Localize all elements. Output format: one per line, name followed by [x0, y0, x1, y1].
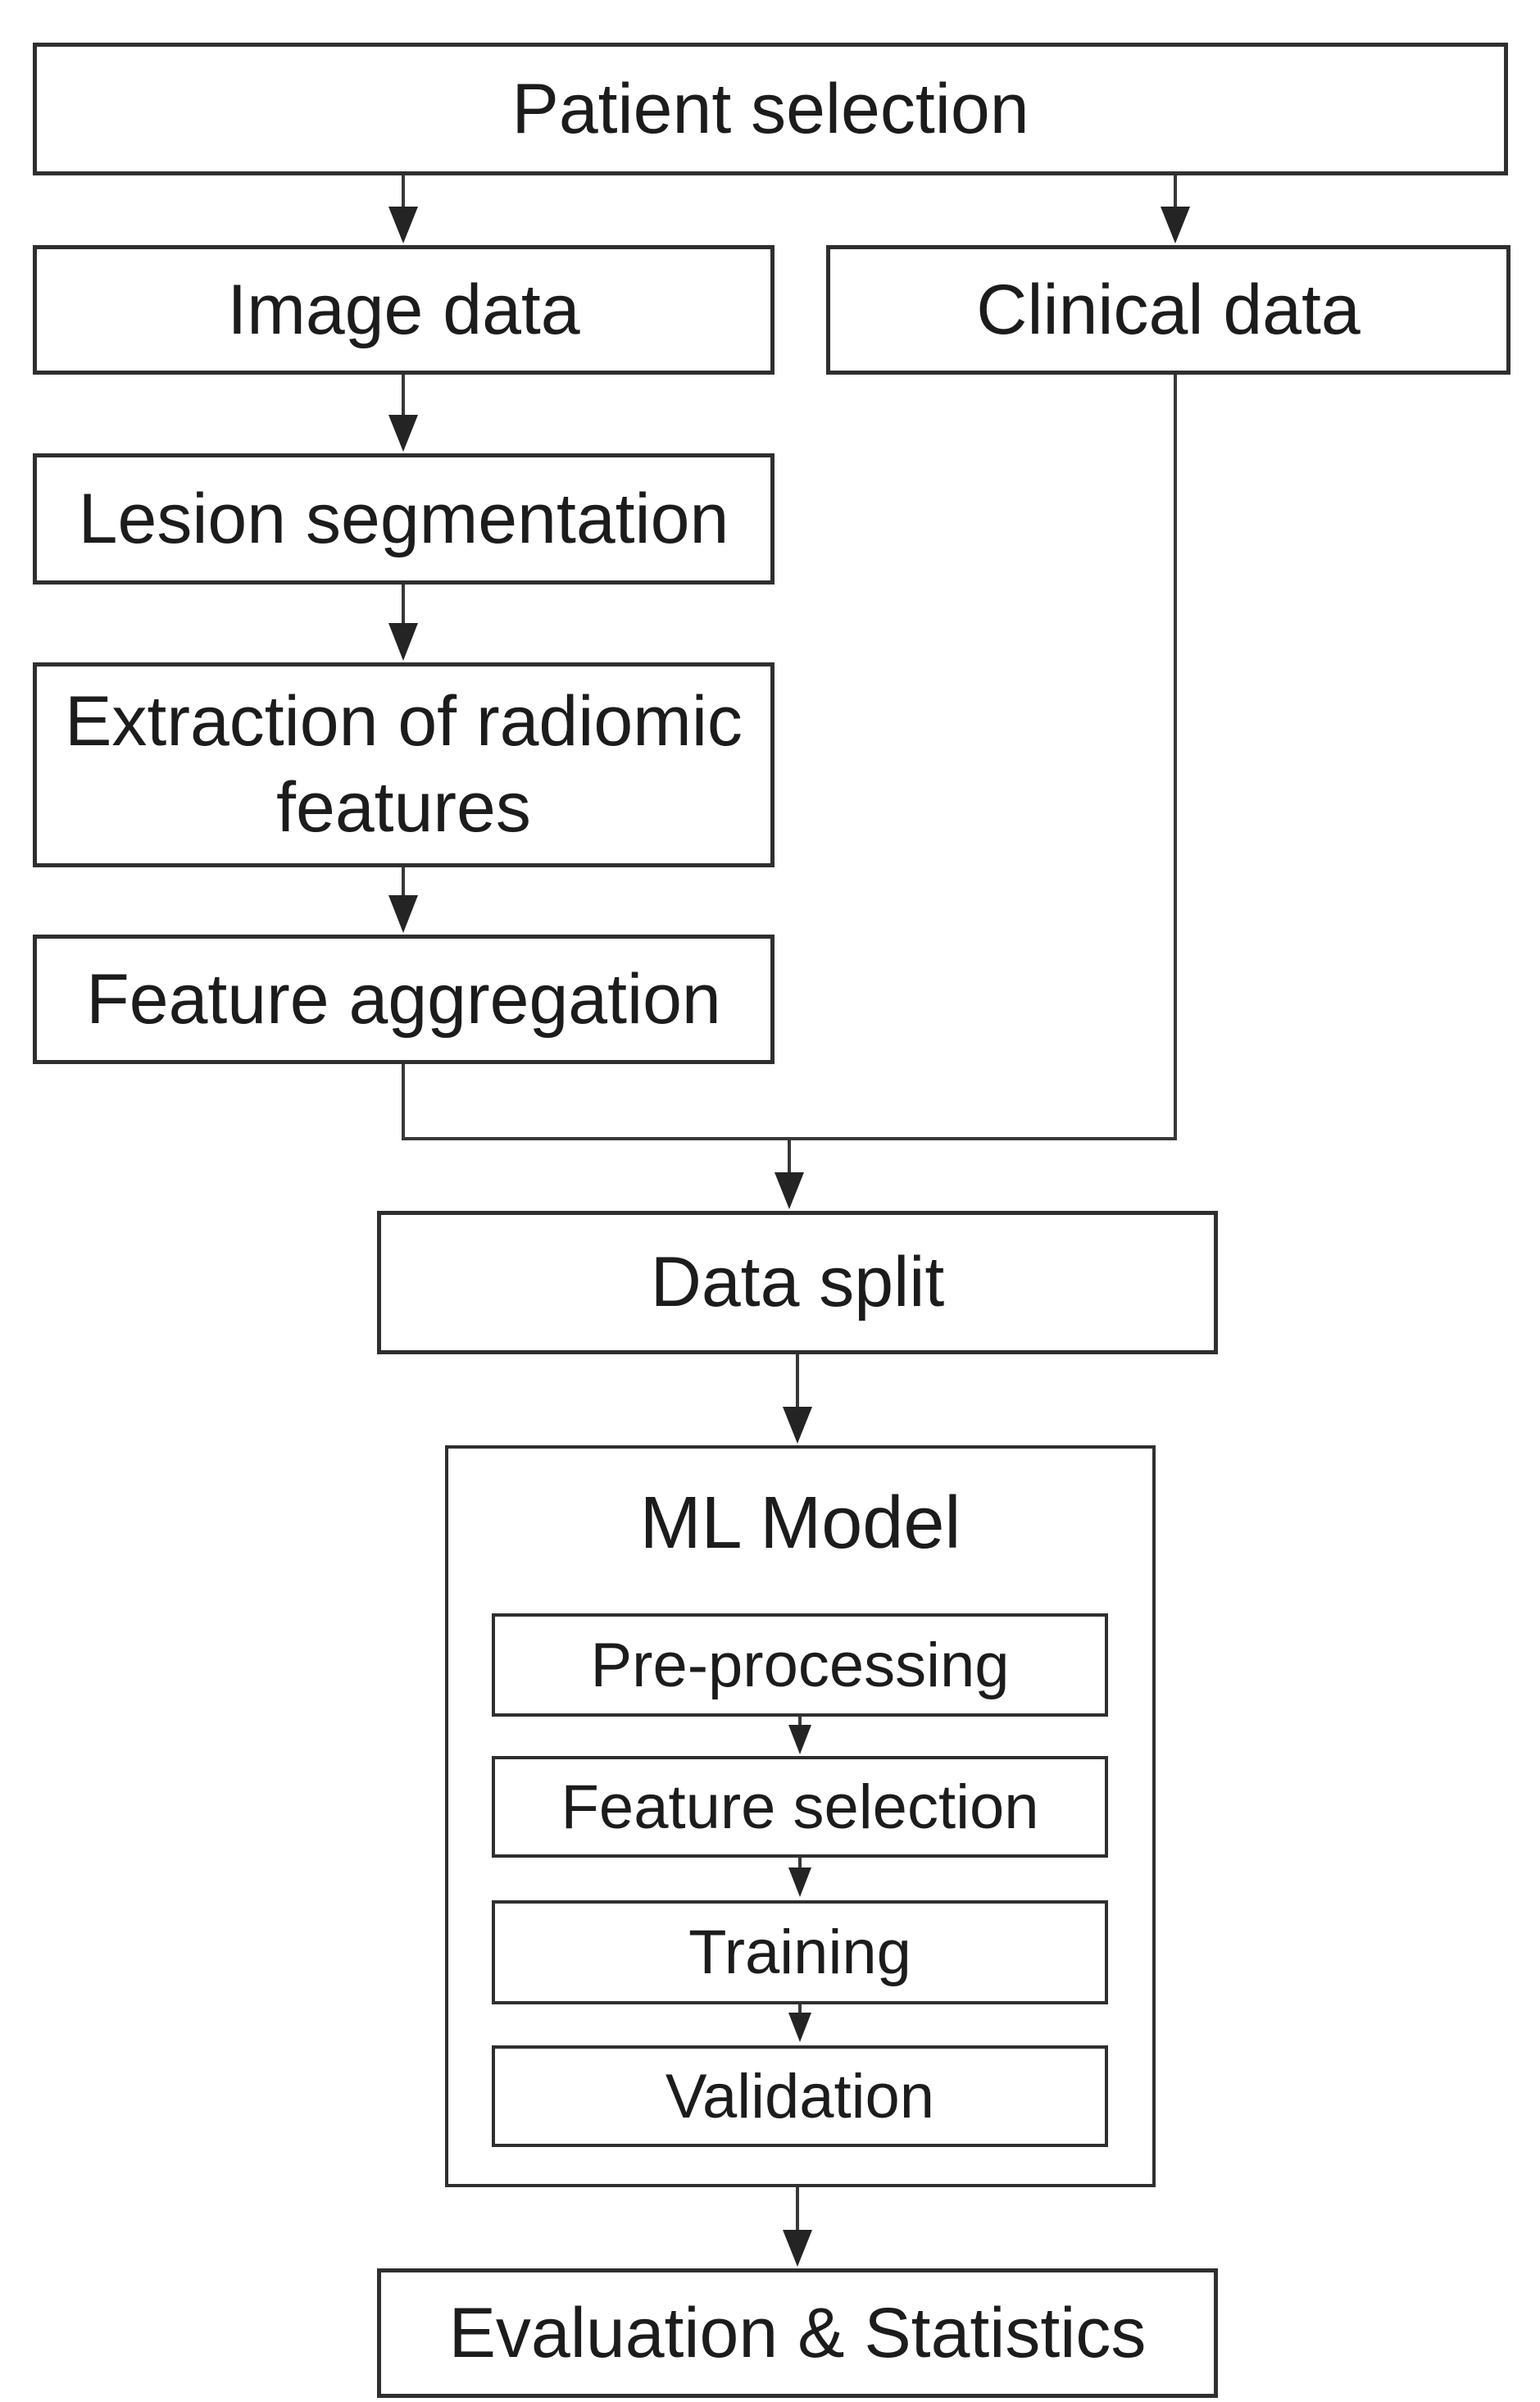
node-ml-model-title: ML Model: [639, 1482, 961, 1564]
arrow-ml-model-to-evaluation: [783, 2187, 812, 2267]
node-validation-label: Validation: [665, 2061, 935, 2131]
node-pre-processing: Pre-processing: [492, 1613, 1108, 1717]
node-image-data: Image data: [33, 245, 775, 375]
node-data-split: Data split: [377, 1211, 1218, 1354]
arrow-data-split-to-ml-model: [783, 1354, 812, 1444]
node-pre-processing-label: Pre-processing: [590, 1630, 1010, 1700]
node-clinical-data-label: Clinical data: [976, 270, 1361, 349]
arrow-image-data-to-lesion-segmentation: [388, 375, 418, 452]
node-evaluation-statistics: Evaluation & Statistics: [377, 2268, 1218, 2398]
arrow-extraction-to-feature-aggregation: [388, 867, 418, 933]
node-extraction-radiomic-features: Extraction of radiomic features: [33, 662, 775, 867]
node-feature-selection-label: Feature selection: [561, 1772, 1039, 1842]
arrow-patient-selection-to-image-data: [388, 175, 418, 243]
node-extraction-radiomic-features-label: Extraction of radiomic features: [65, 682, 743, 847]
node-ml-model-container: ML Model Pre-processing Feature selectio…: [445, 1445, 1156, 2187]
node-feature-aggregation: Feature aggregation: [33, 935, 775, 1064]
node-validation: Validation: [492, 2045, 1108, 2147]
node-clinical-data: Clinical data: [826, 245, 1510, 375]
node-training-label: Training: [688, 1918, 911, 1987]
node-image-data-label: Image data: [227, 270, 580, 349]
node-lesion-segmentation-label: Lesion segmentation: [78, 479, 729, 558]
node-data-split-label: Data split: [650, 1243, 945, 1322]
arrow-lesion-segmentation-to-extraction: [388, 585, 418, 661]
node-patient-selection: Patient selection: [33, 43, 1508, 175]
node-lesion-segmentation: Lesion segmentation: [33, 453, 775, 585]
node-training: Training: [492, 1900, 1108, 2004]
node-patient-selection-label: Patient selection: [511, 69, 1029, 148]
arrow-junction-to-data-split: [775, 1139, 804, 1209]
arrow-patient-selection-to-clinical-data: [1161, 175, 1190, 243]
node-feature-selection: Feature selection: [492, 1756, 1108, 1858]
node-feature-aggregation-label: Feature aggregation: [86, 959, 721, 1039]
node-evaluation-statistics-label: Evaluation & Statistics: [448, 2293, 1147, 2372]
